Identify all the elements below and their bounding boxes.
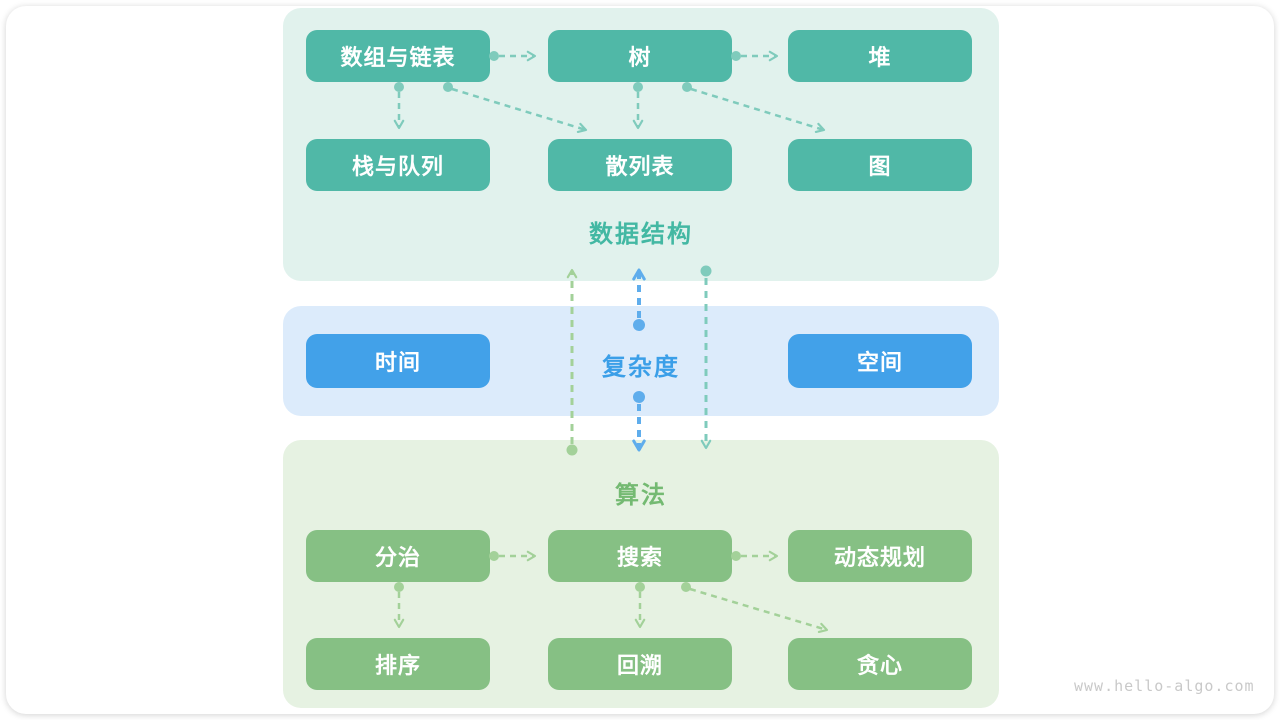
node-arrays-linked-lists: 数组与链表 bbox=[306, 30, 490, 82]
node-label: 时间 bbox=[374, 350, 421, 375]
node-label: 栈与队列 bbox=[351, 154, 444, 179]
node-label: 分治 bbox=[374, 545, 421, 570]
node-label: 空间 bbox=[856, 350, 903, 375]
node-label: 图 bbox=[868, 154, 892, 179]
node-graph: 图 bbox=[788, 139, 972, 191]
node-tree: 树 bbox=[548, 30, 732, 82]
section-title-data-structures: 数据结构 bbox=[589, 221, 693, 248]
node-label: 贪心 bbox=[856, 653, 903, 678]
node-label: 树 bbox=[628, 45, 652, 70]
node-label: 堆 bbox=[868, 45, 892, 70]
node-label: 动态规划 bbox=[833, 545, 926, 570]
node-search: 搜索 bbox=[548, 530, 732, 582]
section-title-algorithms: 算法 bbox=[615, 482, 667, 509]
node-space: 空间 bbox=[788, 334, 972, 388]
node-backtracking: 回溯 bbox=[548, 638, 732, 690]
node-time: 时间 bbox=[306, 334, 490, 388]
node-label: 排序 bbox=[374, 653, 421, 678]
node-greedy: 贪心 bbox=[788, 638, 972, 690]
node-sorting: 排序 bbox=[306, 638, 490, 690]
node-label: 搜索 bbox=[616, 545, 663, 570]
node-stack-queue: 栈与队列 bbox=[306, 139, 490, 191]
node-dynamic-programming: 动态规划 bbox=[788, 530, 972, 582]
node-label: 数组与链表 bbox=[340, 45, 456, 70]
node-divide-conquer: 分治 bbox=[306, 530, 490, 582]
section-title-complexity: 复杂度 bbox=[602, 354, 680, 381]
node-label: 散列表 bbox=[605, 154, 675, 179]
node-heap: 堆 bbox=[788, 30, 972, 82]
watermark: www.hello-algo.com bbox=[1074, 677, 1255, 695]
node-hash-table: 散列表 bbox=[548, 139, 732, 191]
node-label: 回溯 bbox=[616, 653, 663, 678]
